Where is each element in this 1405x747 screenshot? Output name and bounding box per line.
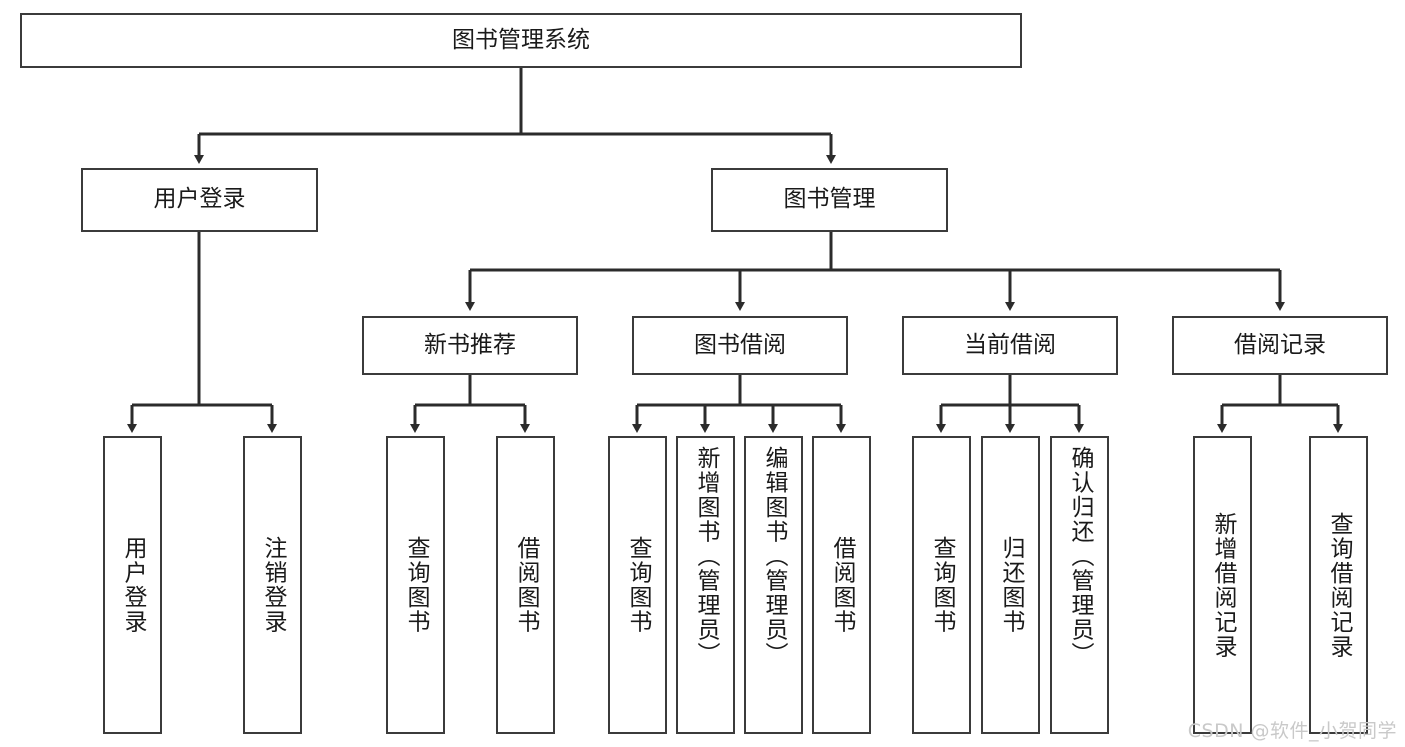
node-label: 新增图书（管理员） <box>693 446 719 667</box>
node-label: 查询借阅记录 <box>1326 511 1352 659</box>
node-label: 当前借阅 <box>964 331 1056 358</box>
node-label: 用户登录 <box>120 536 146 634</box>
node-book-borrow[interactable]: 图书借阅 <box>632 316 848 375</box>
node-label: 查询图书 <box>929 536 955 634</box>
node-label: 查询图书 <box>403 536 429 634</box>
node-leaf-query-book-recommend[interactable]: 查询图书 <box>386 436 445 734</box>
node-borrow-record[interactable]: 借阅记录 <box>1172 316 1388 375</box>
node-label: 借阅图书 <box>829 536 855 634</box>
node-new-book-recommend[interactable]: 新书推荐 <box>362 316 578 375</box>
node-label: 归还图书 <box>998 536 1024 634</box>
node-label: 用户登录 <box>153 186 246 213</box>
node-label: 查询图书 <box>625 536 651 634</box>
node-current-borrow[interactable]: 当前借阅 <box>902 316 1118 375</box>
node-leaf-user-login[interactable]: 用户登录 <box>103 436 162 734</box>
node-label: 确认归还（管理员） <box>1067 446 1093 667</box>
node-leaf-add-borrow-record[interactable]: 新增借阅记录 <box>1193 436 1252 734</box>
node-label: 借阅记录 <box>1234 331 1326 358</box>
node-leaf-confirm-return-admin[interactable]: 确认归还（管理员） <box>1050 436 1109 734</box>
node-leaf-edit-book-admin[interactable]: 编辑图书（管理员） <box>744 436 803 734</box>
node-leaf-borrow-book[interactable]: 借阅图书 <box>812 436 871 734</box>
node-label: 图书管理系统 <box>452 26 590 53</box>
node-leaf-query-borrow-record[interactable]: 查询借阅记录 <box>1309 436 1368 734</box>
node-label: 注销登录 <box>260 536 286 634</box>
node-leaf-borrow-book-recommend[interactable]: 借阅图书 <box>496 436 555 734</box>
node-book-management[interactable]: 图书管理 <box>711 168 948 232</box>
node-leaf-logout-login[interactable]: 注销登录 <box>243 436 302 734</box>
node-user-login[interactable]: 用户登录 <box>81 168 318 232</box>
node-label: 图书借阅 <box>694 331 786 358</box>
node-label: 新增借阅记录 <box>1210 511 1236 659</box>
node-leaf-return-book[interactable]: 归还图书 <box>981 436 1040 734</box>
node-leaf-query-book-borrow[interactable]: 查询图书 <box>608 436 667 734</box>
node-label: 借阅图书 <box>513 536 539 634</box>
node-label: 编辑图书（管理员） <box>761 446 787 667</box>
node-leaf-query-book-current[interactable]: 查询图书 <box>912 436 971 734</box>
node-leaf-add-book-admin[interactable]: 新增图书（管理员） <box>676 436 735 734</box>
node-label: 图书管理 <box>783 186 876 213</box>
node-root-book-management-system[interactable]: 图书管理系统 <box>20 13 1022 68</box>
node-label: 新书推荐 <box>424 331 516 358</box>
